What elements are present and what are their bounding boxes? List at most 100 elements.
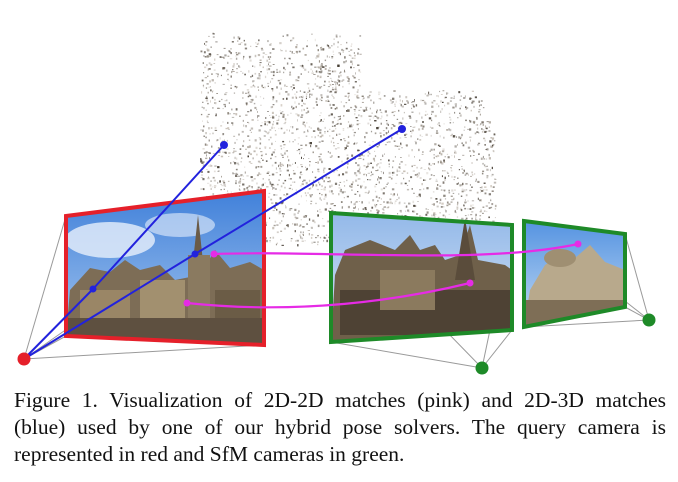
cloud-point: [268, 178, 270, 181]
cloud-point: [220, 125, 223, 127]
cloud-point: [209, 164, 212, 167]
cloud-point: [292, 223, 294, 225]
cloud-point: [464, 199, 466, 201]
cloud-point: [224, 100, 226, 102]
cloud-point: [431, 105, 434, 108]
cloud-point: [484, 186, 487, 188]
cloud-point: [494, 140, 496, 142]
cloud-point: [327, 181, 330, 183]
cloud-point: [252, 157, 254, 160]
cloud-point: [361, 95, 364, 97]
cloud-point: [395, 100, 397, 103]
cloud-point: [279, 174, 281, 176]
cloud-point: [290, 208, 293, 210]
cloud-point: [382, 192, 385, 195]
cloud-point: [420, 124, 423, 127]
cloud-point: [450, 169, 453, 172]
cloud-point: [448, 213, 451, 215]
cloud-point: [356, 94, 359, 97]
cloud-point: [242, 119, 244, 122]
cloud-point: [260, 104, 262, 106]
cloud-point: [380, 198, 382, 200]
cloud-point: [250, 176, 253, 179]
cloud-point: [272, 48, 275, 50]
cloud-point: [302, 233, 304, 236]
cloud-point: [239, 180, 242, 183]
cloud-point: [453, 179, 455, 181]
cloud-point: [374, 203, 376, 207]
cloud-point: [403, 170, 406, 173]
cloud-point: [326, 44, 328, 47]
cloud-point: [437, 216, 440, 219]
cloud-point: [307, 230, 310, 231]
cloud-point: [358, 168, 361, 170]
cloud-point: [447, 92, 449, 94]
cloud-point: [313, 74, 316, 75]
cloud-point: [264, 147, 266, 149]
cloud-point: [444, 156, 446, 158]
cloud-point: [260, 165, 263, 168]
cloud-point: [418, 128, 421, 131]
cloud-point: [300, 195, 302, 198]
cloud-point: [387, 206, 390, 208]
cloud-point: [310, 127, 312, 129]
cloud-point: [348, 54, 351, 56]
cloud-point: [324, 65, 327, 67]
cloud-point: [234, 141, 236, 144]
cloud-point: [347, 135, 350, 138]
cloud-point: [319, 192, 321, 195]
cloud-point: [394, 200, 397, 202]
cloud-point: [255, 46, 258, 48]
cloud-point: [408, 115, 411, 117]
cloud-point: [311, 227, 313, 229]
cloud-point: [277, 79, 280, 82]
cloud-point: [268, 139, 270, 141]
cloud-point: [206, 83, 209, 85]
cloud-point: [378, 197, 381, 199]
cloud-point: [383, 187, 386, 190]
cloud-point: [418, 172, 420, 175]
cloud-point: [272, 96, 275, 99]
cloud-point: [379, 162, 382, 164]
cloud-point: [205, 157, 208, 160]
cloud-point: [484, 166, 487, 168]
cloud-point: [254, 139, 257, 142]
cloud-point: [248, 139, 251, 141]
cloud-point: [327, 99, 329, 101]
cloud-point: [429, 126, 431, 128]
cloud-point: [266, 124, 268, 126]
cloud-point: [475, 116, 478, 118]
cloud-point: [291, 105, 293, 108]
cloud-point: [205, 44, 207, 46]
match-2d2d-point: [574, 240, 582, 248]
cloud-point: [488, 126, 490, 128]
cloud-point: [283, 147, 285, 149]
cloud-point: [220, 155, 224, 158]
cloud-point: [330, 140, 332, 143]
cloud-point: [460, 138, 461, 140]
cloud-point: [351, 189, 353, 191]
cloud-point: [231, 70, 233, 74]
cloud-point: [355, 201, 358, 203]
cloud-point: [480, 123, 482, 125]
cloud-point: [469, 184, 471, 186]
cloud-point: [454, 155, 455, 158]
cloud-point: [461, 190, 464, 193]
cloud-point: [282, 115, 285, 118]
cloud-point: [331, 209, 334, 212]
cloud-point: [280, 239, 282, 241]
caption-text: Visualization of 2D-2D matches (pink) an…: [14, 388, 666, 466]
cloud-point: [215, 115, 217, 117]
cloud-point: [408, 211, 410, 213]
cloud-point: [212, 186, 214, 188]
cloud-point: [272, 123, 274, 126]
cloud-point: [470, 109, 472, 112]
cloud-point: [408, 180, 410, 182]
cloud-point: [248, 93, 251, 95]
cloud-point: [264, 75, 267, 79]
cloud-point: [247, 91, 250, 94]
cloud-point: [269, 182, 272, 185]
cloud-point: [329, 83, 332, 86]
cloud-point: [200, 188, 202, 190]
cloud-point: [456, 203, 459, 206]
